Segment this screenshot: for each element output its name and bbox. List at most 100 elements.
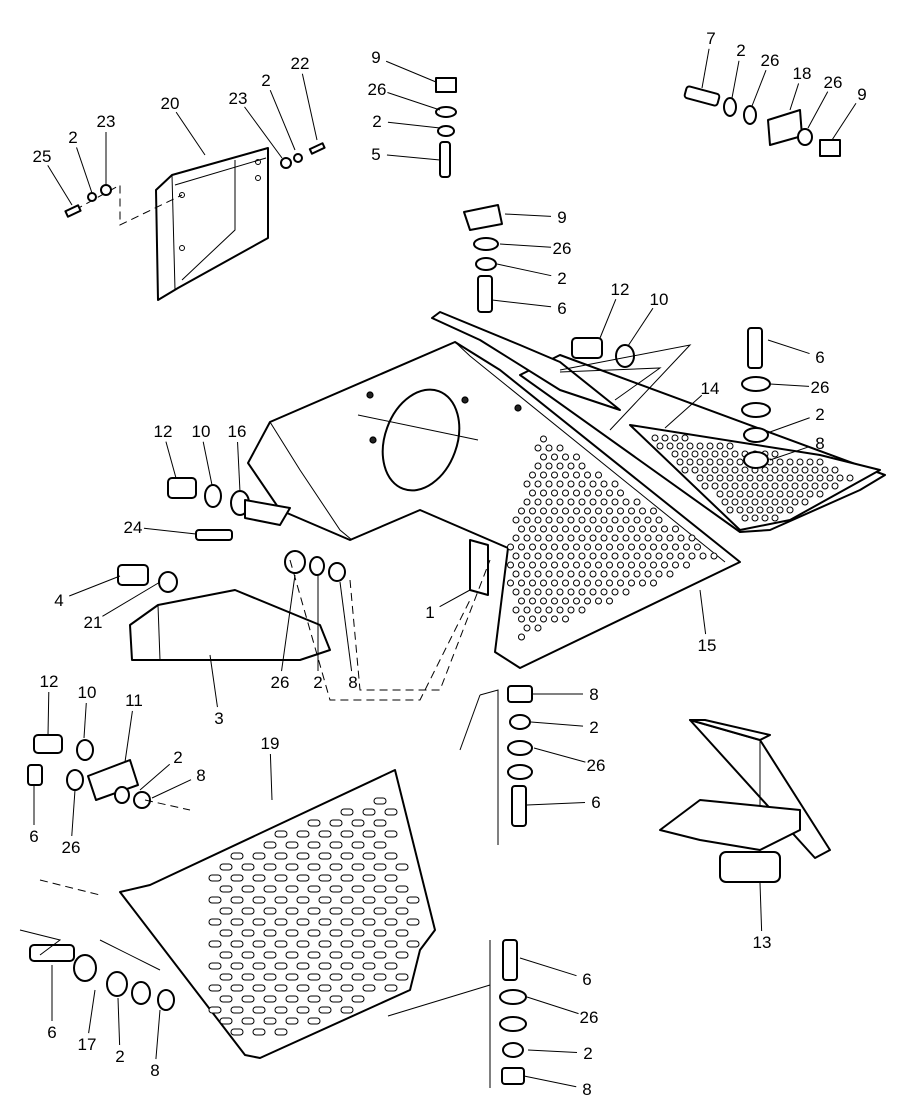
perforation-hole — [746, 490, 754, 498]
perforation-hole — [600, 588, 608, 596]
perforation-hole — [617, 561, 624, 569]
callout-leader — [731, 60, 740, 99]
callout-label-9: 9 — [371, 48, 380, 67]
perforation-hole — [523, 480, 531, 488]
perforation-hole — [329, 819, 343, 827]
perforation-hole — [776, 506, 784, 514]
perforation-hole — [529, 489, 536, 497]
perforation-hole — [622, 552, 630, 560]
perforation-hole — [362, 808, 376, 816]
perforation-hole — [285, 973, 299, 981]
callout-leader — [439, 589, 471, 608]
perforation-hole — [534, 462, 542, 470]
callout-label-8: 8 — [348, 673, 357, 692]
callout-leader — [767, 339, 810, 355]
perforation-hole — [230, 918, 244, 926]
callout-label-8: 8 — [582, 1080, 591, 1099]
callout-label-21: 21 — [84, 613, 103, 632]
perforation-hole — [263, 995, 277, 1003]
callout-leader — [117, 997, 121, 1046]
perforation-hole — [523, 534, 531, 542]
callout-leader — [491, 299, 552, 308]
perforation-hole — [362, 874, 376, 882]
perforation-hole — [771, 514, 779, 522]
perforation-hole — [666, 534, 674, 542]
perforation-hole — [578, 588, 586, 596]
perforation-hole — [540, 543, 547, 551]
perforation-hole — [274, 962, 288, 970]
perforation-hole — [701, 482, 709, 490]
perforation-hole — [756, 474, 764, 482]
perforation-hole — [562, 597, 569, 605]
perforation-hole — [263, 973, 277, 981]
perforation-hole — [661, 561, 668, 569]
callout-label-6: 6 — [582, 970, 591, 989]
perforation-hole — [801, 498, 809, 506]
callout-label-6: 6 — [815, 348, 824, 367]
perforation-hole — [512, 606, 520, 614]
perforation-hole — [633, 498, 641, 506]
perforation-hole — [633, 552, 641, 560]
perforation-hole — [661, 434, 669, 442]
perforation-hole — [545, 444, 553, 452]
perforation-hole — [573, 507, 580, 515]
perforation-hole — [786, 506, 794, 514]
fastener-stack-mid — [463, 204, 503, 313]
perforation-hole — [600, 534, 608, 542]
perforation-hole — [296, 1006, 310, 1014]
perforation-hole — [606, 597, 613, 605]
perforation-hole — [540, 525, 547, 533]
callout-leader — [76, 147, 93, 194]
callout-label-20: 20 — [161, 94, 180, 113]
perforation-hole — [595, 507, 602, 515]
perforation-hole — [562, 453, 569, 461]
perforation-hole — [600, 498, 608, 506]
callout-label-26: 26 — [62, 838, 81, 857]
perforation-hole — [285, 863, 299, 871]
callout-label-4: 4 — [54, 591, 63, 610]
perforation-hole — [307, 973, 321, 981]
perforation-hole — [611, 534, 619, 542]
perforation-hole — [340, 918, 354, 926]
perforation-hole — [340, 808, 354, 816]
perforation-hole — [551, 597, 558, 605]
perforation-hole — [551, 543, 558, 551]
perforation-hole — [622, 516, 630, 524]
perforation-hole — [556, 534, 564, 542]
perforation-hole — [578, 606, 586, 614]
callout-leader — [769, 383, 810, 387]
perforation-hole — [252, 962, 266, 970]
perforation-hole — [523, 552, 531, 560]
perforation-hole — [534, 444, 542, 452]
perforation-hole — [296, 962, 310, 970]
perforation-hole — [351, 841, 365, 849]
perforation-hole — [589, 588, 597, 596]
perforation-hole — [230, 962, 244, 970]
callout-label-23: 23 — [229, 89, 248, 108]
perforation-hole — [846, 474, 854, 482]
perforation-hole — [534, 516, 542, 524]
perforation-hole — [551, 525, 558, 533]
perforation-hole — [523, 624, 531, 632]
perforation-hole — [573, 561, 580, 569]
perforation-hole — [329, 841, 343, 849]
perforation-hole — [518, 507, 525, 515]
perforation-hole — [672, 525, 679, 533]
perforation-hole — [529, 543, 536, 551]
knob-12-10-16-left — [167, 477, 291, 526]
fastener-stack-right — [741, 327, 771, 469]
callout-label-19: 19 — [261, 734, 280, 753]
perforation-hole — [340, 962, 354, 970]
perforation-hole — [219, 995, 233, 1003]
perforation-hole — [606, 489, 613, 497]
perforation-hole — [676, 442, 684, 450]
callout-leader — [175, 111, 206, 156]
perforation-hole — [373, 797, 387, 805]
callout-label-5: 5 — [371, 145, 380, 164]
perforation-hole — [651, 434, 659, 442]
perforation-hole — [551, 489, 558, 497]
perforation-hole — [606, 579, 613, 587]
perforation-hole — [639, 579, 646, 587]
callout-label-2: 2 — [261, 71, 270, 90]
perforation-hole — [595, 489, 602, 497]
